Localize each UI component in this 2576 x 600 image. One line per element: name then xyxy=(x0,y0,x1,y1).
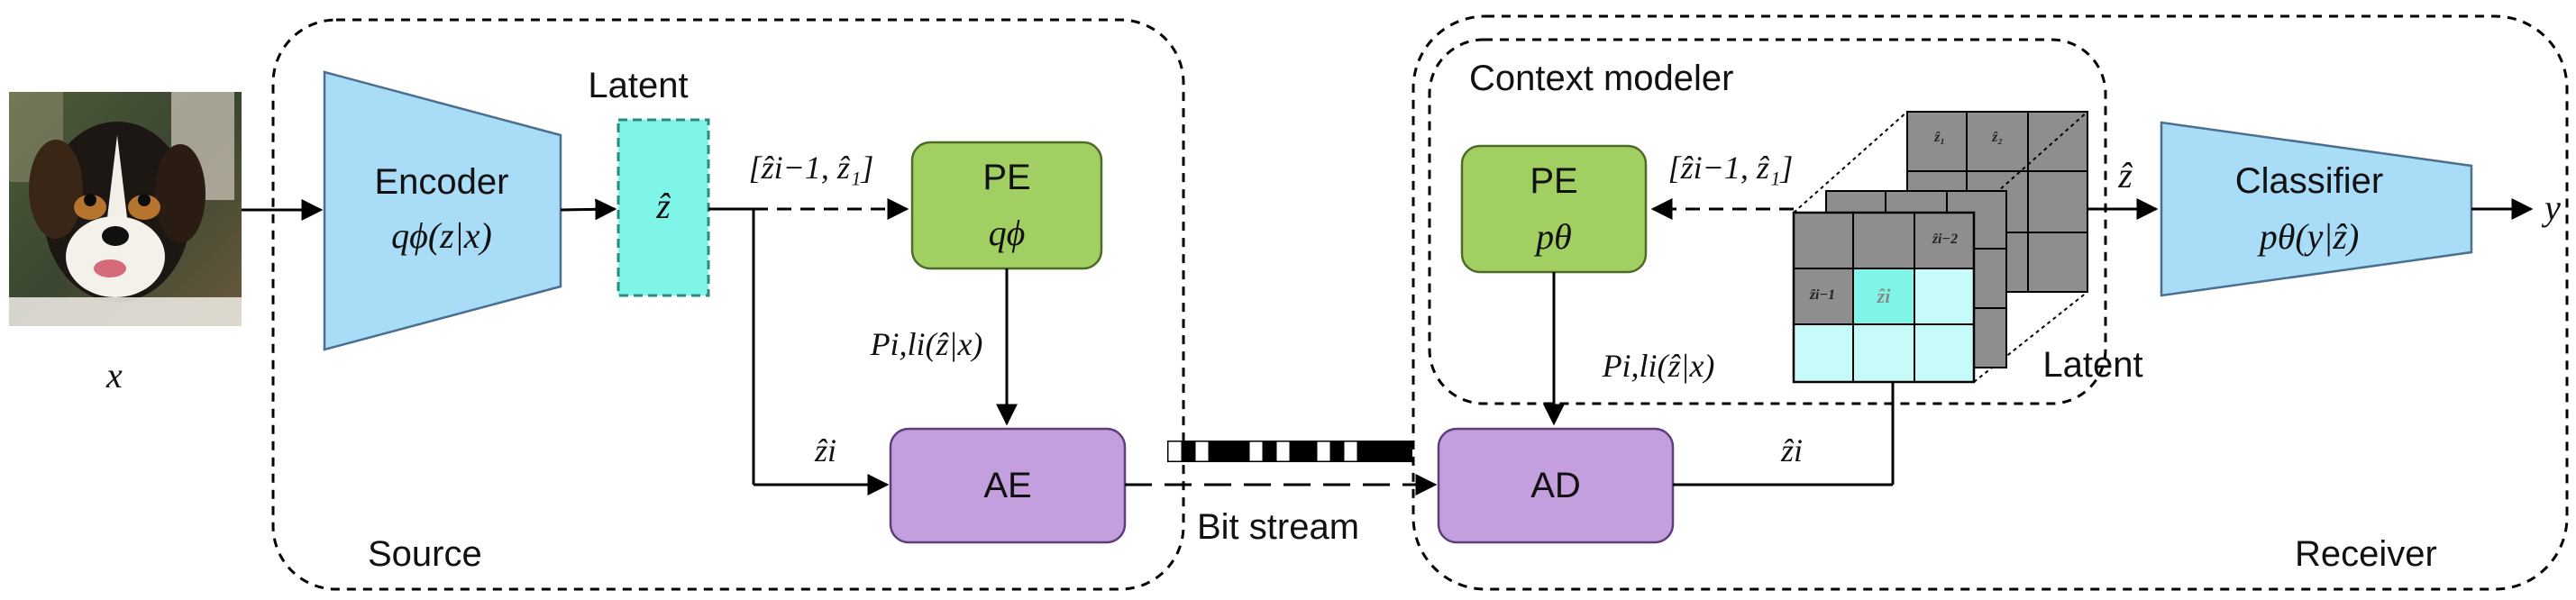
source-zi-label: ẑi xyxy=(814,432,836,468)
bitstream-bit xyxy=(1181,441,1196,462)
receiver-label: Receiver xyxy=(2295,534,2437,574)
latent-block xyxy=(617,118,710,297)
bitstream-bit xyxy=(1357,441,1372,462)
bitstream-bit xyxy=(1221,441,1237,462)
encoder-formula: qϕ(z|x) xyxy=(391,215,492,256)
front-grid: ẑi−2 ẑi−1 ẑi xyxy=(1792,211,1976,384)
source-region xyxy=(271,18,1185,591)
source-context-label: [ẑi−1, ẑ₁] xyxy=(749,150,874,186)
receiver-context-label: [ẑi−1, ẑ₁] xyxy=(1668,150,1794,186)
bitstream-bit xyxy=(1262,441,1277,462)
bitstream-bit xyxy=(1194,441,1210,462)
latent-symbol: ẑ xyxy=(655,186,671,226)
source-pe-title: PE xyxy=(982,158,1030,197)
encoder-block xyxy=(323,70,562,351)
source-pe-formula: qϕ xyxy=(989,213,1026,253)
output-symbol: y xyxy=(2541,187,2561,228)
bitstream-bit xyxy=(1235,441,1250,462)
receiver-pe-formula: pθ xyxy=(1533,216,1572,257)
ae-title: AE xyxy=(983,466,1031,505)
classifier-block xyxy=(2160,121,2473,297)
context-modeler-region xyxy=(1428,38,2107,405)
source-label: Source xyxy=(368,534,482,574)
bitstream-bar xyxy=(1167,441,1412,462)
bitstream-bit xyxy=(1384,441,1399,462)
bitstream-bit xyxy=(1329,441,1345,462)
receiver-pe-title: PE xyxy=(1530,161,1577,201)
classifier-title: Classifier xyxy=(2235,161,2383,201)
receiver-prob-label: Pi,li(ẑ|x) xyxy=(1602,348,1715,384)
bitstream-bit xyxy=(1275,441,1291,462)
source-prob-label: Pi,li(ẑ|x) xyxy=(870,326,983,362)
receiver-latent-label: Latent xyxy=(2042,345,2142,385)
context-modeler-label: Context modeler xyxy=(1469,59,1733,98)
bitstream-bit xyxy=(1343,441,1358,462)
front-grid-cell-top: ẑi−2 xyxy=(1932,232,1958,247)
latent-grid-stack: ẑ₁ ẑ₂ ẑi−2 ẑi−1 ẑi xyxy=(1792,111,2088,384)
back-grid-cell-1: ẑ₁ xyxy=(1933,130,1945,145)
input-symbol: x xyxy=(105,355,123,395)
ad-title: AD xyxy=(1530,466,1581,505)
bitstream-bit xyxy=(1302,441,1318,462)
classifier-formula: pθ(y|ẑ) xyxy=(2257,216,2360,257)
bitstream-bit xyxy=(1248,441,1264,462)
bitstream-bit xyxy=(1289,441,1304,462)
receiver-zi-label: ẑi xyxy=(1780,432,1803,468)
input-image xyxy=(9,92,242,326)
bitstream-bit xyxy=(1167,441,1183,462)
bitstream-bit xyxy=(1397,441,1412,462)
bitstream-bit xyxy=(1208,441,1223,462)
zhat-label: ẑ xyxy=(2117,155,2133,195)
bitstream-bit xyxy=(1316,441,1331,462)
bitstream-bit xyxy=(1370,441,1385,462)
latent-title: Latent xyxy=(588,66,688,105)
receiver-region xyxy=(1411,14,2569,591)
front-grid-cell-prev: ẑi−1 xyxy=(1809,287,1835,303)
bitstream-label: Bit stream xyxy=(1197,507,1359,547)
encoder-title: Encoder xyxy=(375,162,509,202)
front-grid-cell-current: ẑi xyxy=(1877,285,1892,307)
back-grid-cell-2: ẑ₂ xyxy=(1991,130,2003,145)
encoder-to-latent-arrow xyxy=(560,198,617,221)
